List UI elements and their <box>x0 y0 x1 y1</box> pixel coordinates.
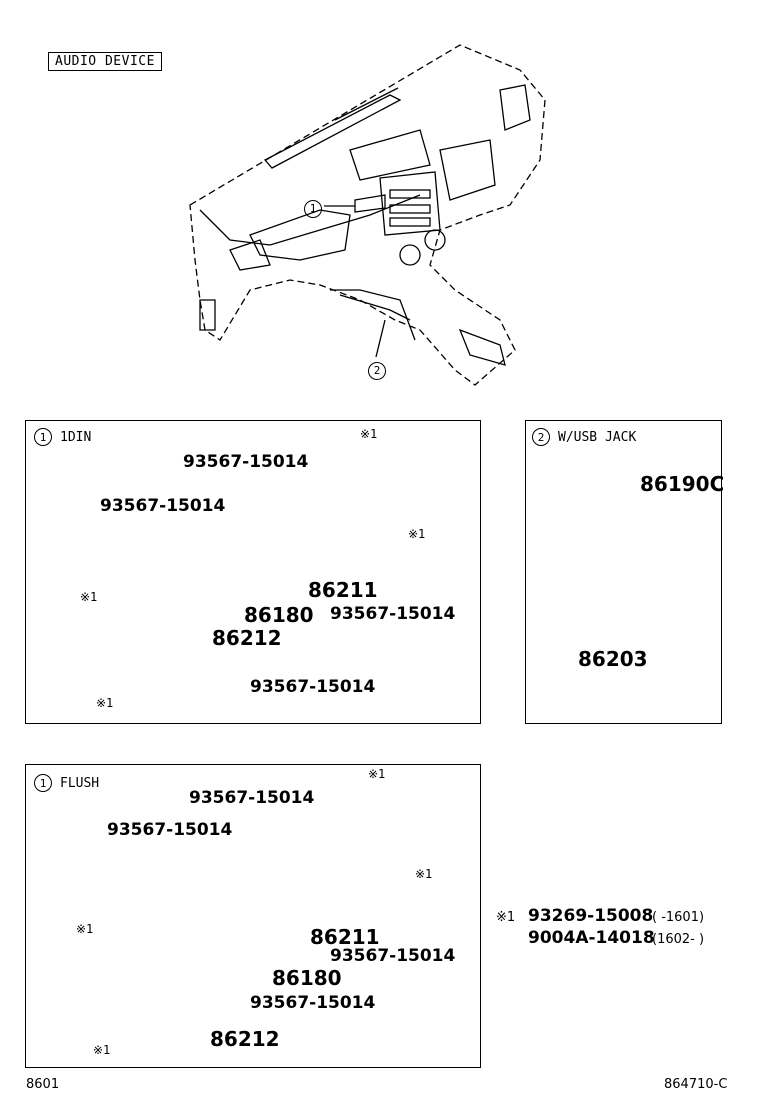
part-bracket-right: 86211 <box>310 925 380 949</box>
part-radio: 86180 <box>244 603 314 627</box>
part-usb-harness: 86203 <box>578 647 648 671</box>
page-title: AUDIO DEVICE <box>48 52 162 71</box>
callout-number: 1 <box>34 774 52 792</box>
part-radio: 86180 <box>272 966 342 990</box>
callout-number: 2 <box>532 428 550 446</box>
footnote-range-2: (1602- ) <box>652 932 705 947</box>
note-mark: ※1 <box>80 590 98 604</box>
panel-1din-title: 1 1DIN <box>34 428 91 446</box>
part-screw-bottom: 93567-15014 <box>250 677 376 697</box>
panel-title-text: FLUSH <box>60 775 100 791</box>
part-bracket-left: 86212 <box>210 1027 280 1051</box>
panel-flush-title: 1 FLUSH <box>34 774 99 792</box>
callout-number: 2 <box>368 361 386 380</box>
footer-figure-code: 864710-C <box>664 1077 728 1092</box>
note-mark: ※1 <box>96 696 114 710</box>
callout-number: 1 <box>34 428 52 446</box>
footnote-range-1: ( -1601) <box>652 910 705 925</box>
part-screw-bottom: 93567-15014 <box>250 993 376 1013</box>
part-bracket-right: 86211 <box>308 578 378 602</box>
note-mark: ※1 <box>76 922 94 936</box>
part-usb-jack: 86190C <box>640 472 725 496</box>
dashboard-illustration <box>189 44 546 386</box>
footnote-mark: ※1 <box>496 910 516 925</box>
panel-title-text: 1DIN <box>60 429 92 445</box>
panel-usb-title: 2 W/USB JACK <box>532 428 636 446</box>
part-screw-right: 93567-15014 <box>330 946 456 966</box>
panel-title-text: W/USB JACK <box>558 429 637 445</box>
note-mark: ※1 <box>408 527 426 541</box>
callout-number: 1 <box>304 199 322 218</box>
overview-callout-2: 2 <box>368 359 386 380</box>
note-mark: ※1 <box>368 767 386 781</box>
part-screw-top-a: 93567-15014 <box>189 788 315 808</box>
part-bracket-left: 86212 <box>212 626 282 650</box>
footnote-part-1: 93269-15008 <box>528 906 654 926</box>
part-screw-top-a: 93567-15014 <box>183 452 309 472</box>
panel-usb-jack <box>525 420 722 724</box>
note-mark: ※1 <box>415 867 433 881</box>
part-screw-top-b: 93567-15014 <box>100 496 226 516</box>
footnote-part-2: 9004A-14018 <box>528 928 655 948</box>
footer-page-code: 8601 <box>26 1077 60 1092</box>
panel-flush <box>25 764 481 1068</box>
part-screw-right: 93567-15014 <box>330 604 456 624</box>
overview-callout-1: 1 <box>304 197 322 218</box>
note-mark: ※1 <box>360 427 378 441</box>
note-mark: ※1 <box>93 1043 111 1057</box>
part-screw-top-b: 93567-15014 <box>107 820 233 840</box>
panel-1din <box>25 420 481 724</box>
